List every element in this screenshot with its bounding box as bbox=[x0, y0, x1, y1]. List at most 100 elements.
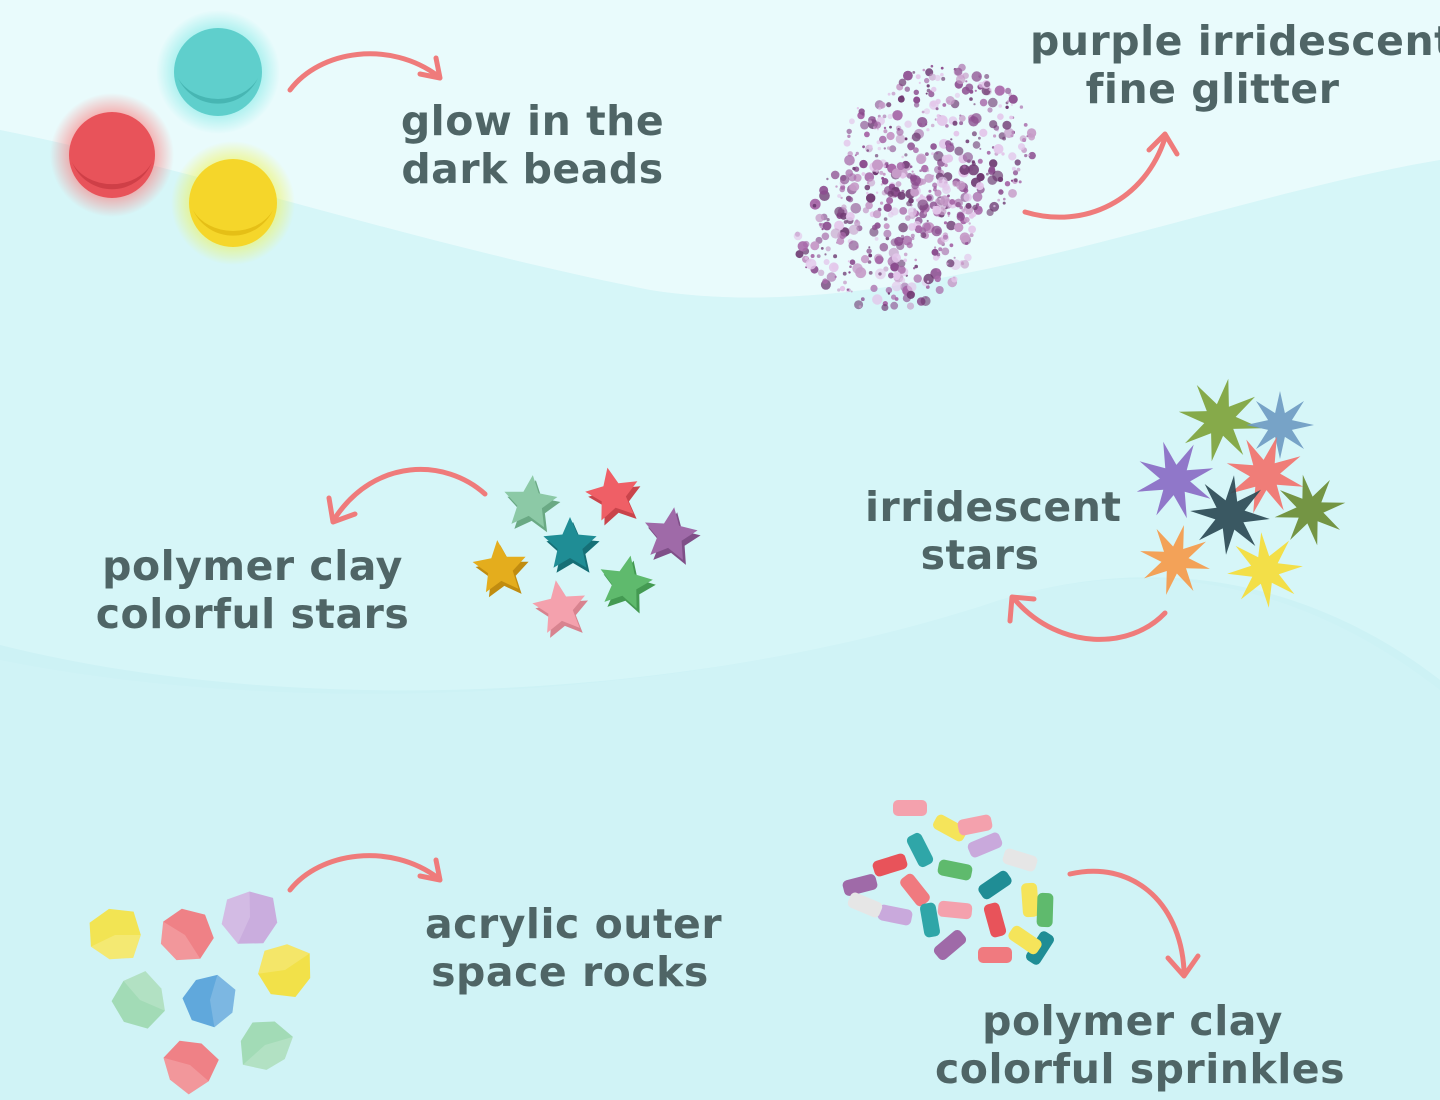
glitter-speck bbox=[954, 146, 964, 156]
glitter-speck bbox=[979, 128, 988, 137]
glitter-speck bbox=[883, 147, 886, 150]
glitter-speck bbox=[914, 258, 917, 262]
glitter-speck bbox=[940, 72, 944, 77]
glitter-speck bbox=[890, 262, 899, 272]
glitter-speck bbox=[946, 220, 956, 231]
glitter-speck bbox=[997, 198, 1001, 202]
glitter-speck bbox=[835, 185, 838, 188]
glitter-speck bbox=[892, 110, 903, 121]
glitter-speck bbox=[923, 108, 930, 115]
glitter-speck bbox=[975, 182, 984, 191]
glitter-speck bbox=[1019, 135, 1027, 142]
sprinkle bbox=[933, 929, 967, 961]
glitter-speck bbox=[843, 280, 847, 285]
glitter-speck bbox=[894, 186, 900, 192]
clay-stars-illustration bbox=[472, 467, 701, 638]
glitter-speck bbox=[940, 66, 944, 70]
glitter-speck bbox=[941, 247, 950, 256]
glitter-speck bbox=[915, 74, 921, 80]
glitter-speck bbox=[895, 181, 902, 187]
arrow-rocks-icon bbox=[287, 853, 443, 893]
glitter-speck bbox=[906, 242, 913, 249]
glitter-speck bbox=[935, 151, 939, 155]
glitter-speck bbox=[953, 256, 956, 259]
glitter-speck bbox=[836, 237, 845, 245]
glitter-speck bbox=[872, 159, 883, 171]
clay-star bbox=[472, 540, 529, 598]
sprinkle bbox=[933, 814, 967, 842]
glitter-speck bbox=[958, 115, 966, 122]
red-bead bbox=[50, 93, 174, 217]
glitter-speck bbox=[928, 90, 933, 94]
glitter-speck bbox=[821, 228, 824, 231]
space-rock bbox=[89, 908, 141, 960]
glitter-pile-illustration bbox=[793, 63, 1037, 311]
glitter-speck bbox=[1004, 181, 1011, 187]
space-rock bbox=[258, 944, 311, 997]
glitter-speck bbox=[989, 159, 998, 168]
glitter-speck bbox=[826, 177, 829, 181]
glitter-speck bbox=[847, 196, 854, 203]
glitter-speck bbox=[972, 191, 983, 202]
glitter-speck bbox=[984, 74, 990, 79]
glitter-speck bbox=[848, 224, 859, 235]
irridescent-star bbox=[1227, 532, 1303, 608]
glitter-speck bbox=[1002, 120, 1012, 130]
glitter-speck bbox=[935, 98, 941, 105]
glitter-speck bbox=[924, 77, 930, 84]
glitter-speck bbox=[815, 213, 824, 223]
glitter-speck bbox=[886, 197, 894, 204]
glitter-speck bbox=[989, 120, 998, 129]
glitter-speck bbox=[933, 185, 937, 189]
clay-star bbox=[543, 517, 600, 573]
glitter-speck bbox=[911, 170, 914, 173]
glitter-speck bbox=[994, 85, 1005, 96]
glitter-speck bbox=[1018, 180, 1022, 184]
sprinkle bbox=[937, 900, 973, 920]
glitter-speck bbox=[897, 191, 906, 200]
glitter-speck bbox=[876, 140, 881, 145]
glitter-speck bbox=[941, 76, 946, 81]
glitter-speck bbox=[962, 165, 966, 169]
glitter-speck bbox=[935, 200, 938, 203]
glitter-speck bbox=[886, 131, 895, 141]
glitter-speck bbox=[880, 183, 883, 186]
glitter-speck bbox=[908, 223, 916, 231]
glitter-speck bbox=[839, 186, 845, 193]
glitter-speck bbox=[848, 240, 859, 251]
glitter-speck bbox=[946, 262, 949, 265]
glitter-speck bbox=[963, 216, 970, 223]
glitter-speck bbox=[1028, 133, 1035, 141]
glitter-speck bbox=[879, 242, 889, 252]
glitter-speck bbox=[932, 205, 942, 215]
glitter-speck bbox=[875, 169, 879, 173]
glitter-speck bbox=[878, 107, 882, 111]
glitter-speck bbox=[952, 180, 959, 187]
glitter-speck bbox=[839, 285, 846, 292]
glitter-speck bbox=[998, 104, 1002, 108]
glitter-speck bbox=[867, 178, 876, 187]
glitter-speck bbox=[856, 107, 860, 110]
glitter-speck bbox=[974, 186, 977, 189]
glitter-speck bbox=[812, 203, 817, 208]
glitter-speck bbox=[936, 252, 941, 257]
glitter-speck bbox=[925, 152, 929, 156]
glitter-speck bbox=[934, 275, 941, 283]
glitter-speck bbox=[934, 246, 937, 249]
glitter-speck bbox=[928, 73, 937, 81]
glitter-speck bbox=[914, 225, 923, 234]
glitter-speck bbox=[943, 221, 948, 225]
sprinkle bbox=[978, 947, 1012, 963]
glitter-speck bbox=[1004, 87, 1012, 94]
sprinkle bbox=[1002, 848, 1038, 872]
glitter-speck bbox=[868, 246, 871, 249]
glitter-speck bbox=[866, 149, 869, 152]
sprinkle bbox=[937, 859, 973, 881]
glitter-speck bbox=[889, 125, 892, 129]
glitter-speck bbox=[880, 201, 884, 205]
glitter-speck bbox=[882, 172, 886, 176]
clay-star bbox=[585, 467, 641, 526]
glitter-speck bbox=[821, 232, 830, 241]
glitter-speck bbox=[833, 254, 838, 259]
sprinkle bbox=[1021, 882, 1039, 918]
